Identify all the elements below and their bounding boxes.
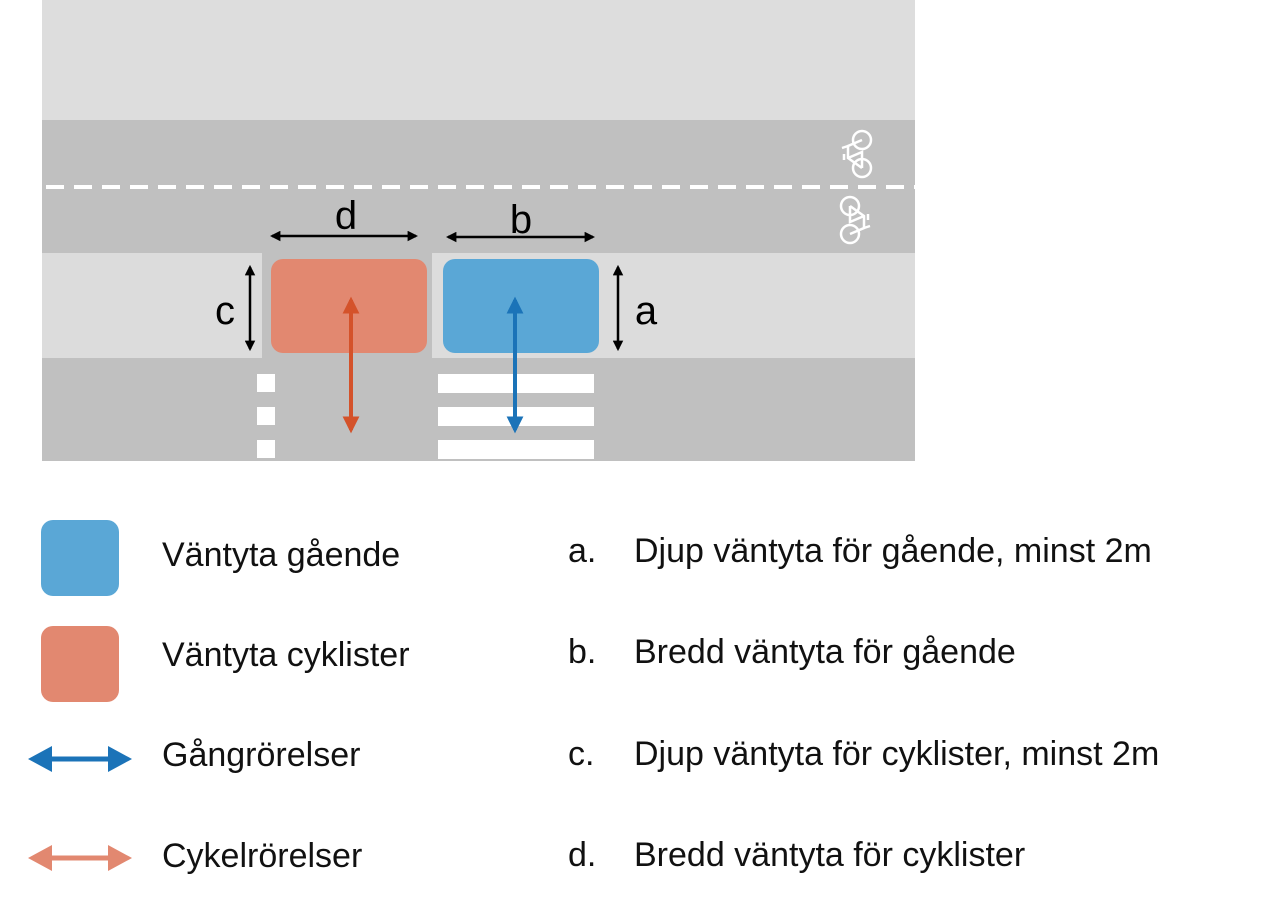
cycle-crossing-mark — [257, 407, 275, 425]
double-arrow-icon — [28, 746, 132, 772]
zebra-stripe — [438, 440, 594, 459]
definition-letter-b: b. — [568, 633, 597, 671]
definition-letter-d: d. — [568, 836, 597, 874]
definition-text-a: Djup väntyta för gående, minst 2m — [634, 532, 1152, 570]
definition-letter-a: a. — [568, 532, 597, 570]
orange-swatch — [41, 626, 119, 702]
definition-text-b: Bredd väntyta för gående — [634, 633, 1016, 671]
definition-text-c: Djup väntyta för cyklister, minst 2m — [634, 735, 1160, 773]
top-area — [42, 0, 915, 120]
pedestrian-waiting-area — [443, 259, 599, 353]
cycle-crossing-mark — [257, 440, 275, 458]
blue-swatch — [41, 520, 119, 596]
dimension-label-a: a — [635, 289, 658, 333]
legend-label-cycling: Cykelrörelser — [162, 837, 363, 875]
legend-label-walking: Gångrörelser — [162, 736, 361, 774]
dimension-label-c: c — [215, 289, 235, 333]
definition-text-d: Bredd väntyta för cyklister — [634, 836, 1026, 874]
dimension-label-d: d — [335, 194, 357, 238]
double-arrow-icon — [28, 845, 132, 871]
bicycle-icon — [839, 195, 871, 245]
definition-letter-c: c. — [568, 735, 595, 773]
dimension-label-b: b — [510, 198, 532, 242]
legend-label-cyclist-wait: Väntyta cyklister — [162, 636, 410, 674]
bicycle-icon — [841, 129, 873, 179]
left-corner — [42, 253, 262, 358]
legend-label-pedestrian-wait: Väntyta gående — [162, 536, 401, 574]
cycle-crossing-mark — [257, 374, 275, 392]
